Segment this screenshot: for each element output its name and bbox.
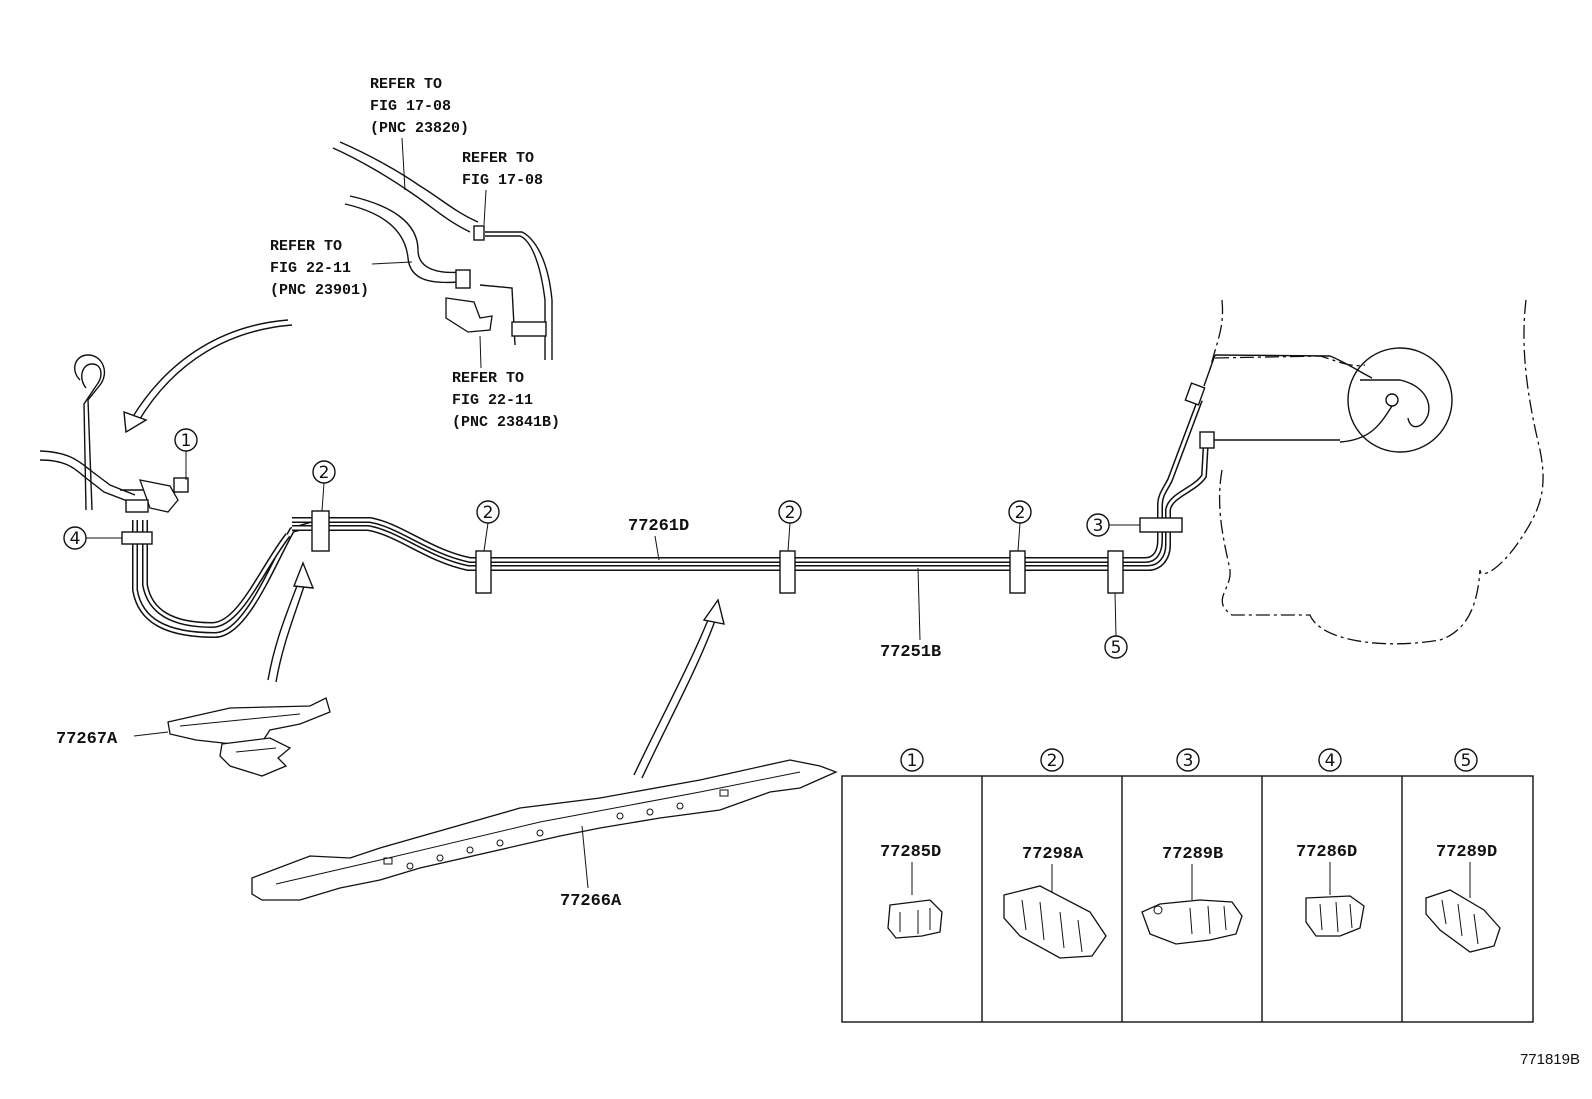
main-pipe — [292, 354, 1340, 571]
svg-text:77298A: 77298A — [1022, 845, 1084, 864]
clamp-2-c — [779, 550, 796, 594]
refer-label-2: REFER TO FIG 17-08 — [462, 150, 543, 226]
svg-text:77289B: 77289B — [1162, 845, 1223, 864]
svg-text:4: 4 — [70, 529, 81, 549]
callout-4: 4 — [63, 526, 122, 550]
callout-2-a: 2 — [312, 460, 336, 512]
svg-text:77289D: 77289D — [1436, 843, 1497, 862]
callout-1: 1 — [174, 428, 198, 480]
svg-text:2: 2 — [1015, 503, 1026, 523]
refer-label-4: REFER TO FIG 22-11 (PNC 23841B) — [452, 335, 560, 431]
svg-text:3: 3 — [1093, 516, 1104, 536]
refer-label-3: REFER TO FIG 22-11 (PNC 23901) — [270, 238, 413, 299]
clamp-77298A-shape — [1003, 885, 1107, 959]
table-col-4: 4 77286D — [1296, 748, 1365, 937]
label-77251B: 77251B — [880, 567, 941, 662]
svg-text:REFER TO: REFER TO — [270, 238, 342, 255]
protector-long-shape — [251, 759, 838, 901]
figure-id: 771819B — [1520, 1051, 1580, 1068]
svg-text:1: 1 — [181, 431, 192, 451]
tank-outline — [1209, 299, 1544, 645]
clamp-77286D-shape — [1305, 895, 1365, 937]
refer-label-1: REFER TO FIG 17-08 (PNC 23820) — [370, 76, 469, 191]
callout-5: 5 — [1104, 592, 1128, 659]
label-77267A: 77267A — [56, 730, 169, 749]
svg-text:FIG 22-11: FIG 22-11 — [452, 392, 533, 409]
callout-2-c: 2 — [778, 500, 802, 552]
svg-text:5: 5 — [1111, 638, 1122, 658]
svg-text:(PNC 23841B): (PNC 23841B) — [452, 414, 560, 431]
label-77266A: 77266A — [560, 825, 622, 911]
table-col-1: 1 77285D — [880, 748, 943, 939]
clamp-77289B-shape — [1141, 899, 1243, 945]
svg-text:2: 2 — [1047, 751, 1058, 771]
protector-left-shape — [167, 697, 331, 777]
callout-2-b: 2 — [476, 500, 500, 552]
svg-text:77286D: 77286D — [1296, 843, 1357, 862]
clamp-2-a — [311, 510, 330, 552]
clamp-5 — [1107, 550, 1124, 594]
svg-text:3: 3 — [1183, 751, 1194, 771]
protector-holes — [383, 789, 729, 870]
left-pipe-bundle — [39, 354, 321, 638]
clamp-2-d — [1009, 550, 1026, 594]
table-col-2: 2 77298A — [1003, 748, 1107, 959]
arrow-up-left — [267, 561, 315, 683]
arrow-curve-top — [123, 319, 293, 434]
callout-3: 3 — [1086, 513, 1140, 537]
svg-text:2: 2 — [483, 503, 494, 523]
svg-text:77261D: 77261D — [628, 517, 689, 536]
svg-text:REFER TO: REFER TO — [462, 150, 534, 167]
table-col-5: 5 77289D — [1425, 748, 1501, 953]
svg-text:1: 1 — [907, 751, 918, 771]
svg-text:77285D: 77285D — [880, 843, 941, 862]
svg-text:5: 5 — [1461, 751, 1472, 771]
svg-text:2: 2 — [319, 463, 330, 483]
clamp-2-b — [475, 550, 492, 594]
table-col-3: 3 77289B — [1141, 748, 1243, 945]
clamp-77285D-shape — [887, 899, 943, 939]
svg-text:(PNC 23820): (PNC 23820) — [370, 120, 469, 137]
clamp-table: 1 77285D 2 77298A 3 77289B 4 77286D — [841, 748, 1534, 1023]
svg-text:77266A: 77266A — [560, 892, 622, 911]
svg-text:(PNC 23901): (PNC 23901) — [270, 282, 369, 299]
svg-text:FIG 22-11: FIG 22-11 — [270, 260, 351, 277]
clamp-77289D-shape — [1425, 889, 1501, 953]
svg-text:FIG 17-08: FIG 17-08 — [370, 98, 451, 115]
svg-text:2: 2 — [785, 503, 796, 523]
filler-hose-assembly — [332, 141, 553, 360]
svg-text:FIG 17-08: FIG 17-08 — [462, 172, 543, 189]
clamp-3 — [1139, 517, 1183, 533]
arrow-up-middle — [633, 598, 725, 779]
svg-text:4: 4 — [1325, 751, 1336, 771]
svg-text:77251B: 77251B — [880, 643, 941, 662]
svg-text:REFER TO: REFER TO — [452, 370, 524, 387]
svg-text:77267A: 77267A — [56, 730, 118, 749]
callout-2-d: 2 — [1008, 500, 1032, 552]
label-77261D: 77261D — [628, 517, 689, 561]
svg-text:REFER TO: REFER TO — [370, 76, 442, 93]
